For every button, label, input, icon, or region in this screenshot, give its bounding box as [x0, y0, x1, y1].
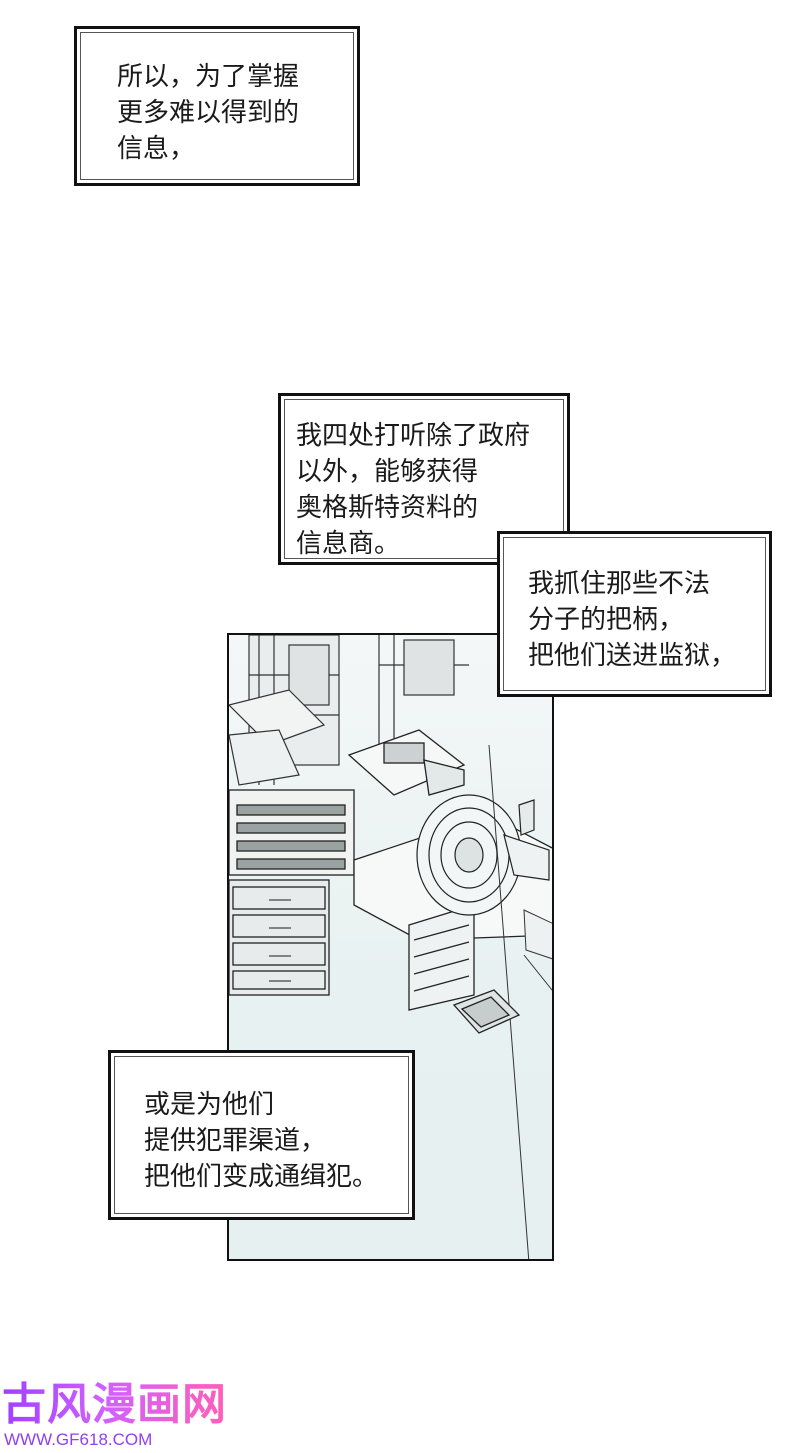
caption-line: 把他们送进监狱，	[528, 641, 737, 671]
caption-line: 以外，能够获得	[296, 457, 479, 487]
caption-line: 或是为他们	[144, 1090, 275, 1120]
room-edges	[488, 744, 552, 1259]
caption-line: 分子的把柄，	[528, 605, 685, 635]
watermark-url: WWW.GF618.COM	[4, 1430, 153, 1449]
caption-box-4: 或是为他们 提供犯罪渠道， 把他们变成通缉犯。	[108, 1050, 415, 1220]
caption-line: 奥格斯特资料的	[296, 493, 479, 523]
caption-line: 把他们变成通缉犯。	[144, 1162, 379, 1192]
desk-phone	[347, 729, 466, 796]
caption-box-1: 所以，为了掌握 更多难以得到的 信息，	[74, 26, 360, 186]
caption-line: 信息商。	[296, 529, 401, 559]
caption-line: 所以，为了掌握	[117, 62, 300, 92]
caption-line: 我四处打听除了政府	[296, 421, 531, 451]
shelves	[229, 635, 469, 786]
caption-line: 我抓住那些不法	[528, 569, 711, 599]
caption-line: 更多难以得到的	[117, 98, 300, 128]
watermark-title: 古风漫画网	[2, 1379, 227, 1430]
site-watermark: 古风漫画网 WWW.GF618.COM	[0, 1378, 230, 1453]
caption-line: 信息，	[117, 134, 196, 164]
floor-folder	[452, 989, 521, 1034]
caption-box-2: 我四处打听除了政府 以外，能够获得 奥格斯特资料的 信息商。	[278, 393, 570, 565]
drawer-cabinet	[229, 789, 355, 996]
caption-line: 提供犯罪渠道，	[144, 1126, 327, 1156]
caption-box-3: 我抓住那些不法 分子的把柄， 把他们送进监狱，	[497, 531, 772, 697]
office-illustration-drawing	[229, 635, 552, 1259]
